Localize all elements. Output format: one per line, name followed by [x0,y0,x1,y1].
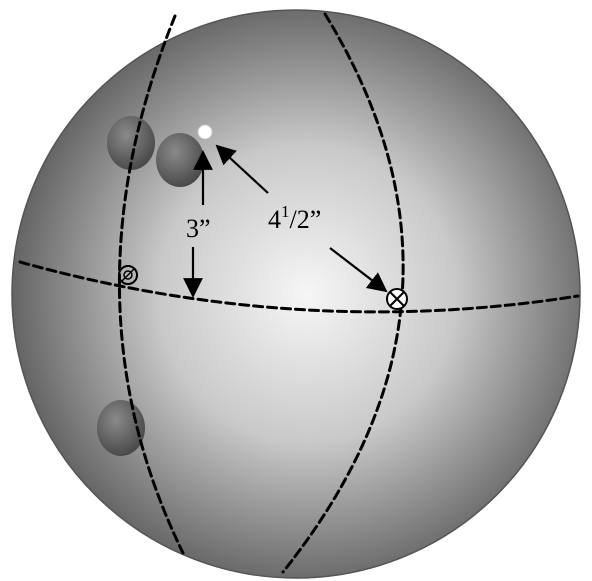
diagonal-distance-denominator: /2” [290,205,322,234]
finger-hole-left [107,116,155,170]
diagonal-distance-numerator: 1 [281,202,290,221]
diagonal-arrow-down [329,247,388,293]
horizontal-dashed-line [18,260,580,314]
pin-marker-icon [386,288,408,310]
diagonal-arrow-up [215,144,269,194]
pap-dot-icon [197,124,213,140]
finger-hole-right [156,133,204,187]
diagonal-distance-label: 41/2” [268,202,321,234]
diagonal-distance-base: 4 [268,205,281,234]
vertical-distance-label: 3” [186,214,211,243]
bowling-ball [11,9,581,579]
left-vertical-dashed-line [118,14,185,555]
logo-marker-icon [118,265,138,285]
